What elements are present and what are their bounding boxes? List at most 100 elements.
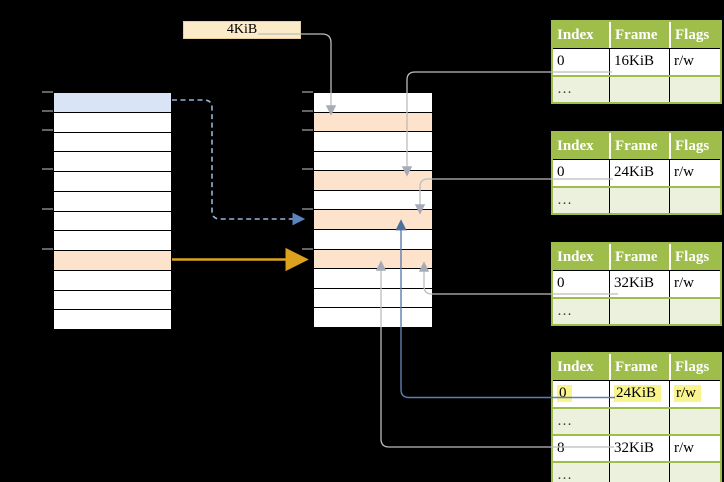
table-cell: r/w xyxy=(669,436,720,461)
table-cell: 8 xyxy=(557,440,565,456)
highlighted-value: r/w xyxy=(674,385,701,402)
table-cell: … xyxy=(557,81,572,97)
column-header: Frame xyxy=(609,22,669,48)
table-cell xyxy=(669,188,720,213)
memory-row xyxy=(314,230,432,250)
column-header: Index xyxy=(557,27,594,43)
memory-row xyxy=(314,93,432,113)
table-cell: 16KiB xyxy=(609,49,669,75)
table-cell: 0 xyxy=(557,53,565,69)
column-header: Flags xyxy=(669,244,720,270)
address-tick xyxy=(302,110,313,112)
memory-row xyxy=(54,251,171,271)
column-header: Frame xyxy=(609,354,669,380)
table-cell: r/w xyxy=(669,49,720,75)
memory-row xyxy=(314,210,432,231)
memory-row xyxy=(54,270,171,291)
address-tick xyxy=(42,129,53,131)
table-cell: 0 xyxy=(557,164,565,180)
address-tick xyxy=(42,91,53,93)
table-cell xyxy=(669,77,720,102)
highlighted-value: 0 xyxy=(557,385,572,402)
table-cell xyxy=(669,463,720,482)
table-cell: 32KiB xyxy=(609,436,669,461)
memory-row xyxy=(54,112,171,133)
left-memory-column xyxy=(53,92,172,330)
table-cell xyxy=(609,299,669,324)
dashed-arrow-virtual-to-physical xyxy=(172,99,306,226)
memory-row xyxy=(314,171,432,191)
table-cell xyxy=(669,409,720,434)
table-row: … xyxy=(553,407,720,434)
table-cell: 0 xyxy=(553,381,609,407)
memory-row xyxy=(314,288,432,309)
memory-row xyxy=(54,132,171,153)
memory-row xyxy=(54,191,171,212)
memory-row xyxy=(54,231,171,251)
column-header: Frame xyxy=(609,244,669,270)
address-tick xyxy=(42,110,53,112)
table-row: … xyxy=(553,186,720,213)
highlighted-value: 24KiB xyxy=(614,385,662,402)
page-size-label-box: 4KiB xyxy=(183,21,301,39)
table-cell xyxy=(669,299,720,324)
table-cell: 0 xyxy=(557,275,565,291)
memory-row xyxy=(54,152,171,172)
table-cell: … xyxy=(557,192,572,208)
memory-row xyxy=(314,112,432,133)
address-tick xyxy=(302,168,313,170)
memory-row xyxy=(314,269,432,289)
table-cell xyxy=(609,77,669,102)
address-tick xyxy=(42,208,53,210)
table-cell: 24KiB xyxy=(609,160,669,186)
column-header: Frame xyxy=(609,133,669,159)
table-cell: 32KiB xyxy=(609,271,669,297)
memory-row xyxy=(54,290,171,311)
memory-row xyxy=(54,310,171,329)
table-row: 0 24KiB r/w xyxy=(553,380,720,407)
table-cell xyxy=(609,463,669,482)
memory-row xyxy=(314,132,432,152)
table-cell xyxy=(609,409,669,434)
page-size-label: 4KiB xyxy=(226,22,258,37)
address-tick xyxy=(302,208,313,210)
column-header: Flags xyxy=(669,133,720,159)
column-header: Index xyxy=(557,359,594,375)
address-tick xyxy=(42,248,53,250)
column-header: Flags xyxy=(669,354,720,380)
table-row: … xyxy=(553,75,720,102)
table-cell: … xyxy=(557,467,572,482)
middle-memory-column xyxy=(313,92,433,328)
column-header: Flags xyxy=(669,22,720,48)
column-header: Index xyxy=(557,249,594,265)
memory-row xyxy=(54,93,171,113)
table-row: … xyxy=(553,461,720,482)
memory-row xyxy=(314,308,432,327)
table-cell xyxy=(609,188,669,213)
address-tick xyxy=(302,91,313,93)
table-row: … xyxy=(553,297,720,324)
memory-row xyxy=(314,151,432,172)
memory-row xyxy=(54,211,171,232)
table-cell: r/w xyxy=(669,271,720,297)
table-cell: r/w xyxy=(669,160,720,186)
table-cell: … xyxy=(557,303,572,319)
address-tick xyxy=(42,168,53,170)
table-cell: r/w xyxy=(669,381,720,407)
address-tick xyxy=(302,248,313,250)
memory-row xyxy=(314,190,432,211)
address-tick xyxy=(302,129,313,131)
table-cell: 24KiB xyxy=(609,381,669,407)
